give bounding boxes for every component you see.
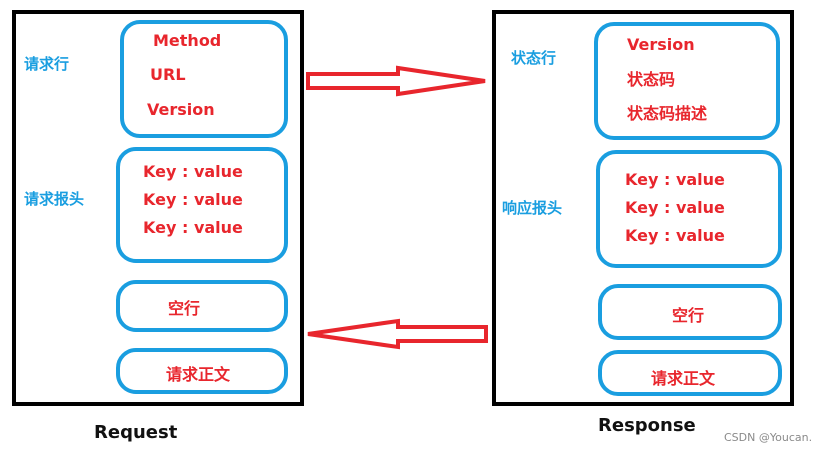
request-header-line-1: Key : value <box>143 162 243 181</box>
status-line-box <box>594 22 780 140</box>
request-arrow <box>306 65 486 97</box>
request-headers-box <box>116 147 288 263</box>
request-caption: Request <box>94 422 178 443</box>
response-body-box <box>598 350 782 396</box>
request-url: URL <box>150 65 186 84</box>
status-line-label: 状态行 <box>511 49 557 67</box>
response-header-line-2: Key : value <box>625 198 725 217</box>
response-status-desc: 状态码描述 <box>627 104 708 123</box>
response-caption: Response <box>598 415 696 436</box>
response-headers-label: 响应报头 <box>502 199 563 217</box>
request-line-label: 请求行 <box>24 55 70 73</box>
response-header-line-3: Key : value <box>625 226 725 245</box>
request-header-line-3: Key : value <box>143 218 243 237</box>
request-body-box <box>116 348 288 394</box>
request-panel <box>12 10 304 406</box>
response-status-code: 状态码 <box>627 70 676 89</box>
request-line-box <box>120 20 288 138</box>
response-header-line-1: Key : value <box>625 170 725 189</box>
watermark: CSDN @Youcan. <box>724 431 813 444</box>
response-headers-box <box>596 150 782 268</box>
response-blank-line: 空行 <box>672 306 705 325</box>
response-blank-line-box <box>598 284 782 340</box>
request-body: 请求正文 <box>166 365 231 384</box>
request-method: Method <box>153 31 222 50</box>
request-blank-line-box <box>116 280 288 332</box>
request-version: Version <box>147 100 215 119</box>
request-header-line-2: Key : value <box>143 190 243 209</box>
response-body: 请求正文 <box>651 369 716 388</box>
response-version: Version <box>627 35 695 54</box>
request-headers-label: 请求报头 <box>24 190 85 208</box>
response-arrow <box>307 318 488 350</box>
response-panel <box>492 10 794 406</box>
request-blank-line: 空行 <box>168 299 201 318</box>
